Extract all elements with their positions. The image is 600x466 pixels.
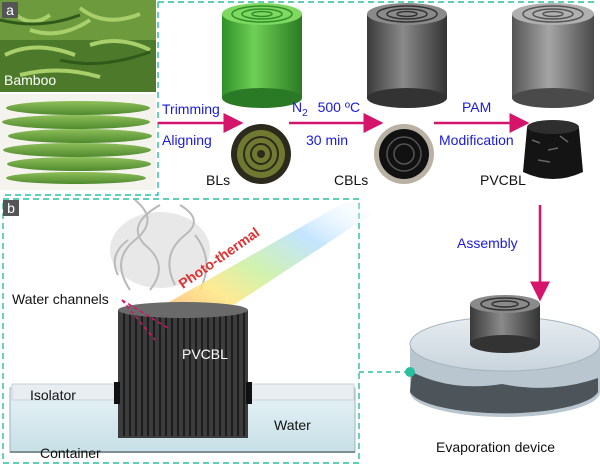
assembly-label: Assembly bbox=[457, 235, 518, 251]
evaporation-device bbox=[409, 295, 600, 417]
pvcbl-photo bbox=[523, 120, 583, 179]
step3-pam: PAM bbox=[462, 99, 492, 115]
bamboo-leaves-photo bbox=[0, 94, 156, 190]
cbls-label: CBLs bbox=[334, 172, 369, 188]
dashed-frame-a bbox=[2, 1, 598, 196]
pvcbl-label: PVCBL bbox=[480, 172, 526, 188]
modified-roll bbox=[512, 3, 594, 108]
water-channels-label: Water channels bbox=[12, 291, 109, 307]
water-channel-pointers bbox=[121, 299, 169, 341]
step2-atmosphere: N2 500 ºC bbox=[292, 100, 360, 119]
carbonized-roll bbox=[367, 3, 447, 108]
panel-a-tag: a bbox=[2, 2, 18, 18]
step2-nitrogen-subscript: 2 bbox=[302, 107, 308, 119]
water-label: Water bbox=[274, 417, 311, 433]
cbls-photo bbox=[374, 124, 434, 184]
pvcbl-block-label: PVCBL bbox=[182, 346, 228, 362]
connector-dot bbox=[405, 367, 415, 377]
pvcbl-block bbox=[114, 302, 252, 438]
green-leaf-roll bbox=[222, 3, 302, 108]
step1-aligning: Aligning bbox=[162, 132, 212, 148]
bls-photo bbox=[231, 124, 291, 184]
steam bbox=[113, 199, 208, 291]
step1-trimming: Trimming bbox=[162, 101, 220, 117]
steam-cloud bbox=[110, 212, 210, 288]
device-label: Evaporation device bbox=[436, 439, 556, 455]
panel-b-tag: b bbox=[3, 200, 19, 216]
step2-nitrogen: N bbox=[292, 99, 303, 115]
bls-label: BLs bbox=[206, 172, 231, 188]
bamboo-photo bbox=[0, 0, 156, 92]
process-arrows bbox=[158, 113, 550, 302]
bamboo-label: Bamboo bbox=[4, 72, 57, 88]
isolator-label: Isolator bbox=[30, 387, 76, 403]
step2-duration: 30 min bbox=[306, 132, 349, 148]
container-label: Container bbox=[40, 445, 101, 461]
step2-temperature: 500 ºC bbox=[317, 99, 361, 115]
step3-modification: Modification bbox=[439, 132, 514, 148]
